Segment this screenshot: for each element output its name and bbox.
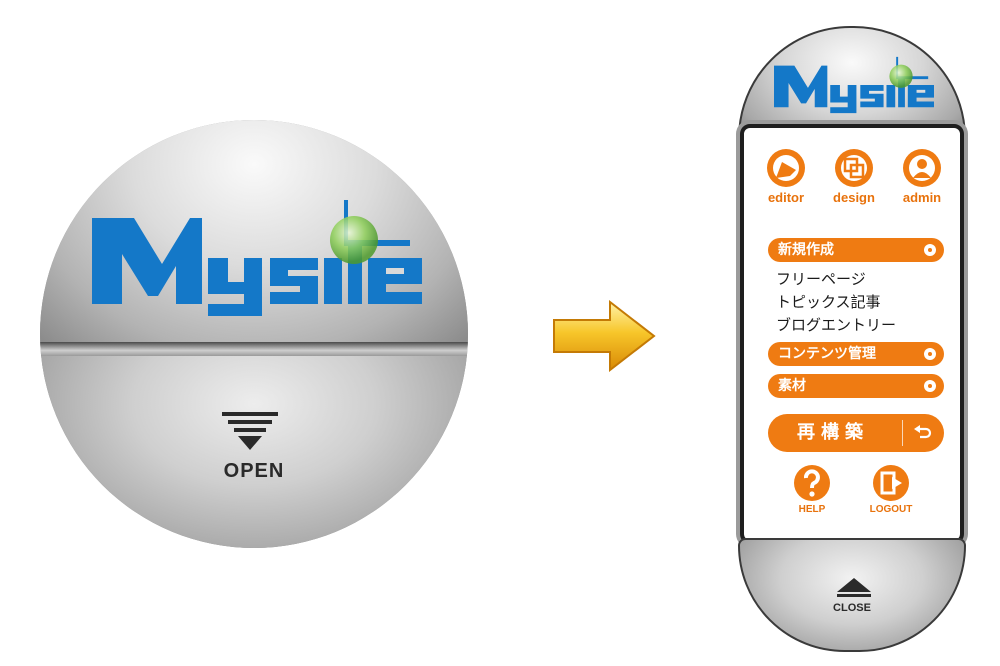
open-arrow-icon[interactable] <box>222 412 278 450</box>
menu-item-topics[interactable]: トピックス記事 <box>776 293 881 311</box>
design-label: design <box>833 190 875 205</box>
close-arrow-icon[interactable] <box>837 578 871 598</box>
section-materials-bar[interactable]: 素材 <box>768 374 944 398</box>
closed-sphere: OPEN <box>40 120 468 548</box>
mysite-logo <box>92 200 422 316</box>
section-new-bar[interactable]: 新規作成 <box>768 238 944 262</box>
design-button[interactable]: design <box>822 148 886 205</box>
help-button[interactable]: HELP <box>782 464 842 515</box>
logout-icon <box>873 465 909 501</box>
sphere-bottom-half[interactable] <box>40 356 468 548</box>
section-new-label: 新規作成 <box>778 242 834 258</box>
editor-label: editor <box>767 190 805 205</box>
logout-label: LOGOUT <box>869 504 913 515</box>
editor-icon <box>767 149 805 187</box>
menu-item-blog-entry[interactable]: ブログエントリー <box>776 316 897 334</box>
close-label[interactable]: CLOSE <box>833 602 871 614</box>
admin-icon <box>903 149 941 187</box>
help-icon <box>794 465 830 501</box>
open-capsule: editor design admin <box>738 26 966 652</box>
logout-button[interactable]: LOGOUT <box>856 464 926 515</box>
rebuild-button[interactable]: 再構築 <box>768 414 944 452</box>
capsule-bottom[interactable]: CLOSE <box>738 538 966 652</box>
rebuild-label: 再構築 <box>797 422 869 443</box>
mysite-logo-small <box>774 56 934 114</box>
admin-label: admin <box>902 190 942 205</box>
open-label[interactable]: OPEN <box>223 460 285 482</box>
admin-button[interactable]: admin <box>890 148 954 205</box>
design-icon <box>835 149 873 187</box>
undo-icon[interactable] <box>914 425 932 441</box>
menu-item-free-page[interactable]: フリーページ <box>776 270 866 288</box>
section-contents-label: コンテンツ管理 <box>778 346 876 362</box>
expand-icon <box>924 380 936 392</box>
menu-panel: editor design admin <box>740 124 964 544</box>
tools-row: editor design admin <box>754 148 954 212</box>
help-label: HELP <box>798 504 826 515</box>
new-items-list: フリーページ トピックス記事 ブログエントリー <box>776 268 946 337</box>
editor-button[interactable]: editor <box>754 148 818 205</box>
rebuild-divider <box>902 420 903 446</box>
section-contents-bar[interactable]: コンテンツ管理 <box>768 342 944 366</box>
bottom-tools-row: HELP LOGOUT <box>782 464 932 534</box>
expand-icon <box>924 244 936 256</box>
section-materials-label: 素材 <box>778 378 806 394</box>
expand-icon <box>924 348 936 360</box>
transition-arrow-icon <box>553 300 656 372</box>
sphere-seam <box>40 342 468 356</box>
